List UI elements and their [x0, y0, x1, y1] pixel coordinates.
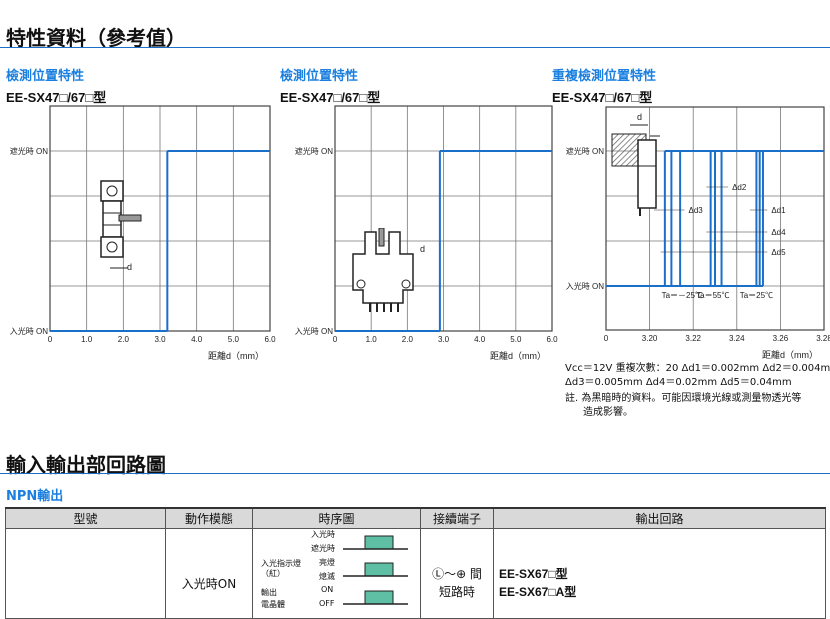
note-line-4: 造成影響。: [583, 407, 633, 418]
y-label-dark-on: 遮光時 ON: [566, 146, 604, 156]
x-axis-label: 距離d（mm）: [762, 349, 818, 360]
x-tick-label: 0: [604, 334, 609, 343]
header-terminal: 接續端子: [420, 507, 494, 529]
cell-mode: 入光時ON: [165, 527, 253, 619]
svg-text:d: d: [420, 244, 425, 254]
x-tick-label: 0: [333, 335, 338, 344]
table-row: 入光時ON 入光時 遮光時 入光指示燈 （紅） 亮燈 熄滅 輸出 電晶體 ON …: [5, 527, 826, 619]
timing-light: 入光時: [311, 529, 335, 539]
timing-chart: [343, 535, 408, 605]
x-tick-label: 1.0: [366, 335, 378, 344]
svg-text:d: d: [637, 112, 642, 122]
timing-indicator-label: 入光指示燈: [261, 558, 301, 568]
x-tick-label: 3.26: [773, 334, 789, 343]
header-output-circuit: 輸出回路: [493, 507, 826, 529]
terminal-line-1: Ⓛ～⊕ 間: [432, 567, 482, 581]
series-label: Ta＝25℃: [740, 291, 773, 300]
x-tick-label: 3.0: [154, 335, 166, 344]
timing-indicator-color: （紅）: [261, 568, 285, 578]
annotation-label: Δd5: [771, 248, 786, 257]
x-axis-label: 距離d（mm）: [490, 350, 546, 361]
sensor-diagram-3: d: [611, 112, 660, 216]
io-rule: [0, 473, 830, 474]
sensor-diagram-1: d: [100, 180, 142, 272]
title-rule: [0, 47, 830, 48]
chart1-title: 檢測位置特性: [6, 69, 85, 84]
annotation-label: Δd3: [688, 206, 703, 215]
timing-transistor-label: 電晶體: [261, 599, 285, 609]
x-tick-label: 2.0: [118, 335, 130, 344]
annotation-label: Δd2: [732, 183, 747, 192]
y-label-dark-on: 遮光時 ON: [10, 146, 48, 156]
chart3-title: 重複檢測位置特性: [552, 69, 657, 84]
annotation-label: Δd4: [771, 228, 786, 237]
cell-timing: 入光時 遮光時 入光指示燈 （紅） 亮燈 熄滅 輸出 電晶體 ON OFF: [252, 527, 421, 619]
timing-lit: 亮燈: [319, 557, 335, 567]
x-axis-label: 距離d（mm）: [208, 350, 264, 361]
x-tick-label: 1.0: [81, 335, 93, 344]
timing-off: OFF: [319, 598, 335, 608]
note-line-3: 註. 為黑暗時的資料。可能因環境光線或測量物透光等: [565, 393, 802, 404]
timing-dark: 遮光時: [311, 543, 335, 553]
sensor-diagram-2: d: [352, 228, 425, 312]
plot-frame: [334, 105, 553, 332]
chart1-model: EE-SX47□/67□型: [6, 90, 107, 105]
series-label: Ta＝－25℃: [662, 291, 703, 300]
cell-model: [5, 527, 166, 619]
y-label-dark-on: 遮光時 ON: [295, 146, 333, 156]
terminal-line-2: 短路時: [438, 585, 475, 599]
io-table: 型號 動作模態 時序圖 接續端子 輸出回路 入光時ON 入光時 遮光時 入光指示…: [5, 507, 826, 619]
x-tick-label: 3.0: [438, 335, 450, 344]
y-label-light-on: 入光時 ON: [10, 326, 48, 336]
x-tick-label: 4.0: [474, 335, 486, 344]
x-tick-label: 5.0: [510, 335, 522, 344]
header-model: 型號: [5, 507, 166, 529]
y-label-light-on: 入光時 ON: [295, 326, 333, 336]
note-line-1: Vcc＝12V 重複次數：20 Δd1＝0.002mm Δd2＝0.004mm: [565, 363, 830, 374]
x-tick-label: 3.22: [685, 334, 701, 343]
x-tick-label: 2.0: [402, 335, 414, 344]
chart2-title: 檢測位置特性: [280, 69, 359, 84]
header-mode: 動作模態: [165, 507, 253, 529]
annotation-label: Δd1: [771, 206, 786, 215]
x-tick-label: 5.0: [228, 335, 240, 344]
series-label: Ta＝55℃: [696, 291, 729, 300]
x-tick-label: 0: [48, 335, 53, 344]
cell-terminal: Ⓛ～⊕ 間 短路時: [420, 527, 494, 619]
timing-unlit: 熄滅: [319, 571, 335, 581]
x-tick-label: 6.0: [264, 335, 276, 344]
npn-title: NPN輸出: [6, 489, 64, 504]
x-tick-label: 3.28: [816, 334, 830, 343]
x-tick-label: 4.0: [191, 335, 203, 344]
chart-repeat-position: 0 3.20 3.22 3.24 3.26 3.28 距離d（mm） 遮光時 ON 入光時 ON…: [566, 106, 830, 360]
table-header-row: 型號 動作模態 時序圖 接續端子 輸出回路: [5, 507, 826, 529]
output-model-2: EE-SX67□A型: [499, 585, 577, 599]
x-tick-label: 3.24: [729, 334, 745, 343]
svg-text:d: d: [127, 262, 132, 272]
output-model-1: EE-SX67□型: [499, 567, 568, 581]
chart3-model: EE-SX47□/67□型: [552, 90, 653, 105]
plot-frame: [605, 106, 825, 331]
x-tick-label: 6.0: [546, 335, 558, 344]
page-title: 特性資料（參考值）: [6, 26, 186, 50]
y-label-light-on: 入光時 ON: [566, 281, 604, 291]
note-line-2: Δd3＝0.005mm Δd4＝0.02mm Δd5＝0.04mm: [565, 377, 792, 388]
timing-output-label: 輸出: [261, 587, 277, 597]
cell-output-circuit: EE-SX67□型 EE-SX67□A型: [493, 527, 826, 619]
chart2-model: EE-SX47□/67□型: [280, 90, 381, 105]
header-timing: 時序圖: [252, 507, 421, 529]
timing-on: ON: [321, 584, 334, 594]
x-tick-label: 3.20: [642, 334, 658, 343]
